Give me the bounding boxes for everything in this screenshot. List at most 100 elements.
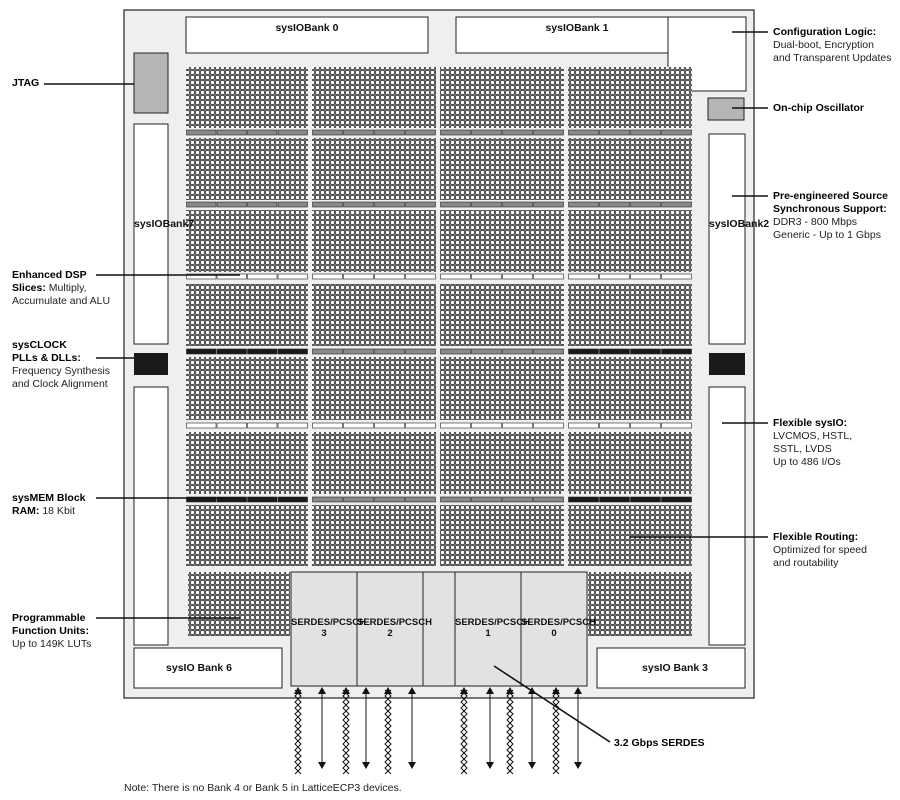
block-row-cell (374, 201, 405, 208)
block-row-cell (186, 422, 217, 429)
serdes-pin-arrow (528, 762, 536, 769)
serdes-pin-arrow (460, 687, 468, 694)
block-row-cell (533, 201, 564, 208)
serdes-pin-wire (342, 689, 350, 775)
block-row-cell (533, 129, 564, 136)
block-row-cell (502, 348, 533, 355)
block-row-cell (440, 201, 471, 208)
serdes-ch1-label: SERDES/PCSCH 1 (455, 617, 530, 639)
serdes-pin-arrow (362, 687, 370, 694)
footnote: Note: There is no Bank 4 or Bank 5 in La… (124, 782, 402, 794)
serdes-pin-arrow (506, 687, 514, 694)
block-row-cell (405, 422, 436, 429)
block-row-cell (599, 273, 630, 280)
serdes-pin-arrow (486, 687, 494, 694)
block-row-cell (440, 348, 471, 355)
block-row-cell (343, 496, 374, 503)
bank7-label: sysIOBank7 (134, 218, 195, 230)
serdes-pin-wire (506, 689, 514, 775)
block-row-cell (440, 496, 471, 503)
bank2-block (708, 133, 746, 345)
serdes-pin-wire (384, 689, 392, 775)
pfu-tile (186, 138, 308, 200)
block-row-cell (247, 496, 278, 503)
serdes-ch3-label: SERDES/PCSCH 3 (291, 617, 366, 639)
pfu-tile (312, 138, 436, 200)
block-row-cell (630, 129, 661, 136)
block-row-cell (277, 348, 308, 355)
serdes-pin-wire (384, 689, 392, 775)
block-row-cell (599, 496, 630, 503)
serdes-pin-wire (552, 689, 560, 775)
pfu-tile (568, 505, 692, 566)
block-row-cell (247, 273, 278, 280)
block-row-cell (502, 201, 533, 208)
block-row-cell (216, 273, 247, 280)
block-row-cell (471, 348, 502, 355)
block-row-cell (277, 422, 308, 429)
pfu-tile (312, 505, 436, 566)
pfu-tile (312, 210, 436, 272)
serdes-pin-wire (294, 689, 302, 775)
block-row-cell (440, 273, 471, 280)
block-row-cell (312, 201, 343, 208)
presync-callout: Pre-engineered Source Synchronous Suppor… (773, 190, 888, 241)
block-row-cell (568, 422, 599, 429)
block-row-cell (312, 348, 343, 355)
block-row-cell (661, 129, 692, 136)
block-row-cell (405, 496, 436, 503)
serdes-pin-wire (552, 689, 560, 775)
block-row-cell (471, 273, 502, 280)
block-row-cell (277, 496, 308, 503)
block-row-cell (661, 422, 692, 429)
block-row-cell (186, 273, 217, 280)
bank6-side-block (133, 386, 169, 646)
block-row-cell (533, 273, 564, 280)
block-row-cell (216, 201, 247, 208)
block-row-cell (502, 496, 533, 503)
block-row-cell (374, 422, 405, 429)
pfu-tile (186, 210, 308, 272)
pfu-tile (440, 357, 564, 420)
sysmem-callout: sysMEM Block RAM: 18 Kbit (12, 492, 86, 517)
block-row-cell (630, 201, 661, 208)
pfu-tile (568, 284, 692, 346)
block-row-cell (247, 129, 278, 136)
pll-right-block (709, 353, 745, 375)
pfu-tile (440, 210, 564, 272)
serdes-ch2-label: SERDES/PCSCH 2 (357, 617, 432, 639)
serdes-pin-arrow (384, 687, 392, 694)
block-row-cell (374, 348, 405, 355)
callout-lines (44, 31, 768, 743)
block-row-cell (502, 273, 533, 280)
block-row-cell (186, 348, 217, 355)
pfu-tile (440, 67, 564, 128)
jtag-callout: JTAG (12, 77, 40, 89)
serdes-ch1-block (454, 571, 522, 687)
serdes-ch2-block (356, 571, 424, 687)
serdes-ch3-block (290, 571, 358, 687)
oscillator-callout: On-chip Oscillator (773, 102, 865, 114)
pfu-tile (186, 67, 308, 128)
block-row-cell (471, 129, 502, 136)
serdes-pin-arrow (574, 687, 582, 694)
dsp-callout: Enhanced DSP Slices: Multiply, Accumulat… (12, 269, 111, 307)
bank2-label: sysIOBank2 (709, 218, 770, 230)
block-row-cell (440, 422, 471, 429)
block-row-cell (343, 201, 374, 208)
block-row-cell (599, 129, 630, 136)
bank0-label: sysIOBank 0 (275, 22, 339, 34)
pfu-tile (186, 505, 308, 566)
block-row-cell (599, 348, 630, 355)
pll-left-block (134, 353, 168, 375)
block-row-cell (533, 422, 564, 429)
block-row-cell (277, 201, 308, 208)
bank1-block (455, 16, 699, 54)
block-row-cell (343, 129, 374, 136)
block-row-cell (216, 496, 247, 503)
block-row-cell (277, 129, 308, 136)
config-callout: Configuration Logic: Dual-boot, Encrypti… (773, 26, 892, 64)
block-row-cell (405, 129, 436, 136)
pfu-tile (568, 138, 692, 200)
